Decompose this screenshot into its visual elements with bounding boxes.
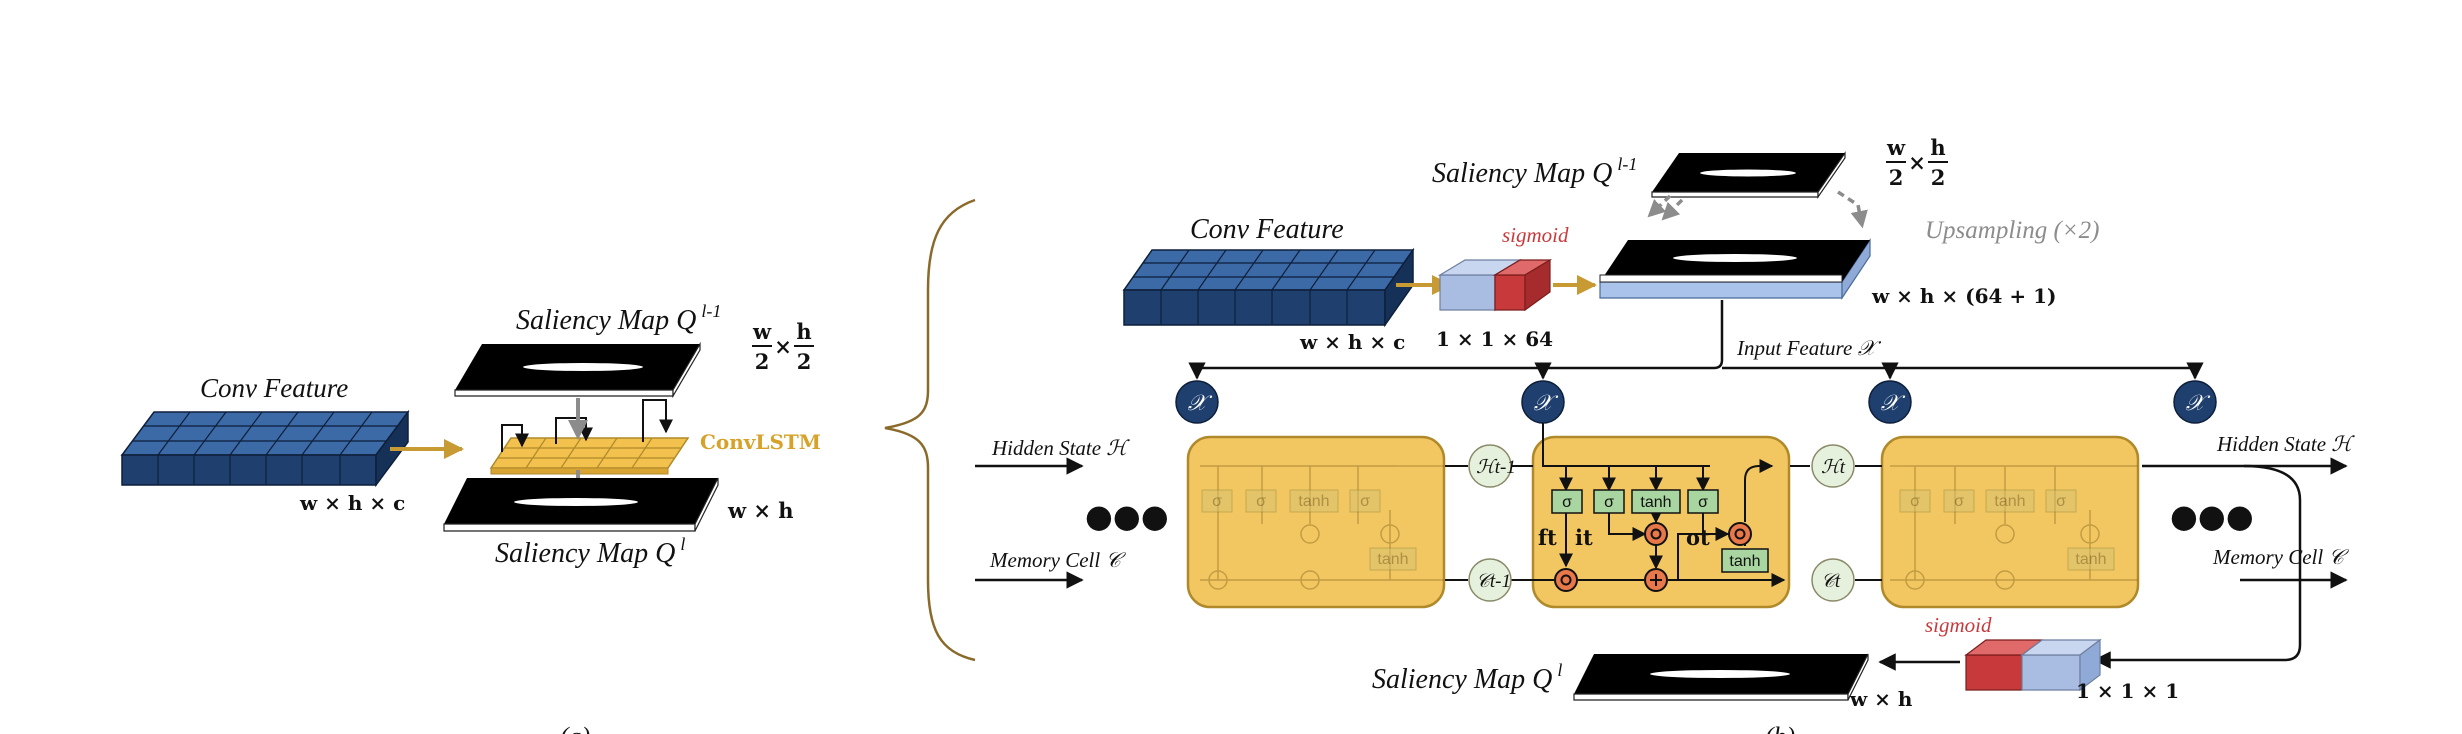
svg-text:w: w xyxy=(752,319,772,344)
right-conv-feature-block xyxy=(1122,247,1415,328)
concat-dims: w × h × (64 + 1) xyxy=(1871,284,2056,308)
svg-text:×: × xyxy=(1908,150,1926,175)
input-feature-label: Input Feature 𝒳 xyxy=(1736,336,1882,360)
svg-text:σ: σ xyxy=(1954,493,1964,510)
memory-cell-in-label: Memory Cell 𝒞 xyxy=(989,548,1126,572)
caption-a: (a) xyxy=(560,722,590,734)
svg-text:tanh: tanh xyxy=(1729,553,1760,570)
left-half-fraction: w 2 × h 2 xyxy=(752,319,814,374)
input-gate-label: it xyxy=(1575,525,1593,550)
c-cur-node: 𝒞t xyxy=(1811,558,1855,602)
x-node-3: 𝒳 xyxy=(1868,380,1912,424)
hidden-state-out-label: Hidden State ℋ xyxy=(2216,432,2355,456)
forget-gate-label: ft xyxy=(1538,525,1557,550)
svg-text:2: 2 xyxy=(1931,165,1946,190)
svg-text:tanh: tanh xyxy=(1377,551,1408,568)
svg-text:σ: σ xyxy=(1698,494,1708,511)
svg-text:σ: σ xyxy=(1256,493,1266,510)
dots-right: ●●● xyxy=(2170,497,2254,535)
pooled-dims: 1 × 1 × 64 xyxy=(1436,327,1553,351)
brace xyxy=(884,198,976,662)
out-pooled-dims: 1 × 1 × 1 xyxy=(2076,679,2179,703)
svg-text:×: × xyxy=(774,334,792,359)
left-convlstm-block xyxy=(489,437,690,475)
left-saliency-out-plate xyxy=(443,477,719,532)
svg-text:2: 2 xyxy=(797,349,812,374)
left-conv-feature-label: Conv Feature xyxy=(200,373,348,403)
svg-text:𝒞t-1: 𝒞t-1 xyxy=(1476,571,1511,592)
x-node-4: 𝒳 xyxy=(2173,380,2217,424)
svg-text:2: 2 xyxy=(1889,165,1904,190)
svg-text:σ: σ xyxy=(1910,493,1920,510)
caption-b: (b) xyxy=(1765,722,1795,734)
memory-cell-out-label: Memory Cell 𝒞 xyxy=(2212,545,2349,569)
left-conv-feature-block xyxy=(120,409,410,488)
right-saliency-out-plate xyxy=(1573,653,1869,701)
c-prev-node: 𝒞t-1 xyxy=(1468,558,1512,602)
sigmoid-bottom-label: sigmoid xyxy=(1925,613,1992,637)
svg-text:𝒞t: 𝒞t xyxy=(1821,571,1841,592)
hidden-state-in-label: Hidden State ℋ xyxy=(991,436,1130,460)
svg-text:ℋt-1: ℋt-1 xyxy=(1476,457,1516,478)
svg-text:h: h xyxy=(1930,135,1945,160)
left-out-dims: w × h xyxy=(727,498,794,523)
svg-text:σ: σ xyxy=(1212,493,1222,510)
svg-text:σ: σ xyxy=(1604,494,1614,511)
input-feature-lines xyxy=(1188,300,2204,380)
svg-text:h: h xyxy=(796,319,811,344)
pooled-vector-top xyxy=(1437,258,1553,312)
pooled-vector-bottom xyxy=(1964,638,2102,692)
lstm-cell-2: σ σ tanh σ tanh ft it ot xyxy=(1500,423,1791,609)
svg-text:σ: σ xyxy=(2056,493,2066,510)
right-out-dims: w × h xyxy=(1849,687,1913,711)
sigmoid-top-label: sigmoid xyxy=(1502,223,1569,247)
right-saliency-prev-plate xyxy=(1651,151,1846,199)
lstm-cell-1: σ σ tanh σ tanh xyxy=(1186,435,1446,609)
x-node-2: 𝒳 xyxy=(1521,380,1565,424)
svg-text:w: w xyxy=(1886,135,1906,160)
convlstm-label: ConvLSTM xyxy=(700,430,821,454)
left-saliency-prev-plate xyxy=(454,341,701,399)
dots-left: ●●● xyxy=(1085,497,1169,535)
left-feature-dims: w × h × c xyxy=(299,491,405,515)
svg-text:σ: σ xyxy=(1360,493,1370,510)
right-feature-dims: w × h × c xyxy=(1299,330,1405,354)
svg-text:tanh: tanh xyxy=(1298,493,1329,510)
svg-text:tanh: tanh xyxy=(1640,494,1671,511)
svg-text:ℋt: ℋt xyxy=(1821,457,1846,478)
upsampling-label: Upsampling (×2) xyxy=(1925,217,2100,244)
lstm-cell-3: σ σ tanh σ tanh xyxy=(1880,435,2140,609)
right-half-fraction: w 2 × h 2 xyxy=(1886,135,1948,190)
h-cur-node: ℋt xyxy=(1811,444,1855,488)
right-conv-feature-label: Conv Feature xyxy=(1190,214,1344,245)
upsampling-arrows xyxy=(1647,190,1868,229)
h-prev-node: ℋt-1 xyxy=(1468,444,1516,488)
svg-text:2: 2 xyxy=(755,349,770,374)
output-gate-label: ot xyxy=(1686,525,1710,550)
svg-text:σ: σ xyxy=(1562,494,1572,511)
concat-feature-plate xyxy=(1599,238,1871,300)
output-return-path xyxy=(2093,464,2302,669)
x-node-1: 𝒳 xyxy=(1175,380,1219,424)
svg-text:tanh: tanh xyxy=(2075,551,2106,568)
svg-text:tanh: tanh xyxy=(1994,493,2025,510)
